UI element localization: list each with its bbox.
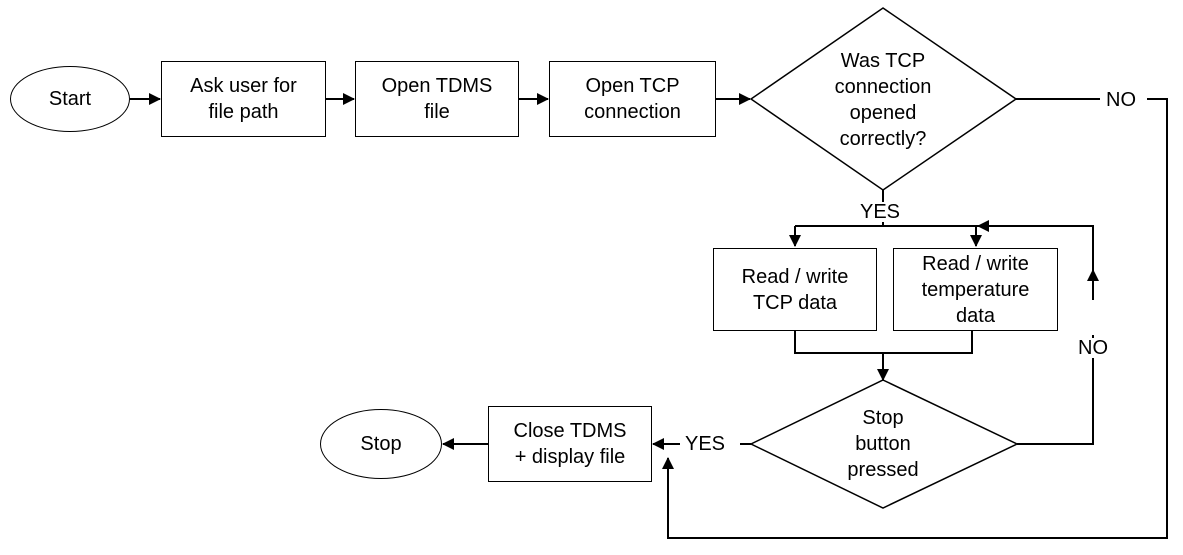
stop-label: Stop [360, 433, 402, 455]
rw-temp-label: Read / write temperature data [921, 252, 1030, 327]
close-tdms-label: Close TDMS + display file [513, 420, 627, 468]
edge-label-tcp-yes: YES [860, 201, 901, 223]
stop-check-decision: Stop button pressed [800, 402, 966, 486]
stop-terminal: Stop [320, 409, 442, 479]
ask-path-step: Ask user for file path [161, 61, 326, 137]
edge-label-loop-no: NO [1078, 337, 1108, 359]
start-label: Start [48, 88, 92, 110]
start-terminal: Start [10, 66, 130, 132]
tcp-check-label: Was TCP connection opened correctly? [834, 50, 932, 150]
open-tdms-label: Open TDMS file [381, 75, 493, 123]
ask-path-label: Ask user for file path [190, 75, 297, 123]
rw-tcp-label: Read / write TCP data [741, 265, 849, 314]
close-tdms-step: Close TDMS + display file [488, 406, 652, 482]
edge-label-tcp-no: NO [1106, 89, 1136, 111]
line-tcp-no-route [662, 98, 1168, 539]
open-tcp-label: Open TCP connection [584, 75, 681, 123]
line-merge-rw [794, 331, 973, 354]
open-tdms-step: Open TDMS file [355, 61, 519, 137]
stop-check-label: Stop button pressed [847, 407, 919, 481]
decision-tcp-shape [749, 7, 1018, 191]
rw-tcp-step: Read / write TCP data [713, 248, 877, 331]
decision-stop-shape [749, 379, 1019, 509]
line-loop-top [977, 220, 1094, 270]
tcp-check-decision: Was TCP connection opened correctly? [780, 35, 986, 165]
open-tcp-step: Open TCP connection [549, 61, 716, 137]
rw-temp-step: Read / write temperature data [893, 248, 1058, 331]
line-loop-no [1017, 335, 1094, 445]
edge-label-stop-yes: YES [685, 433, 726, 455]
